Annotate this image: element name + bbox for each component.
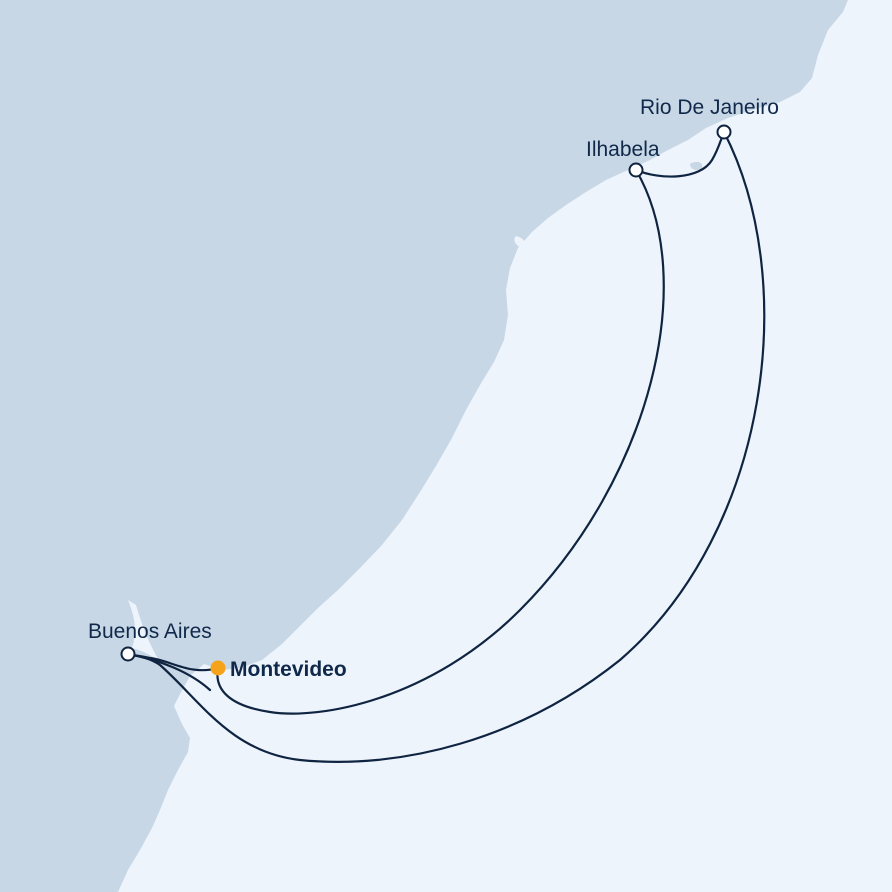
- port-marker-ilhabela[interactable]: [628, 162, 644, 178]
- route-ilhabela-rio: [634, 130, 726, 178]
- home-port-marker-montevideo[interactable]: [210, 660, 226, 676]
- islet: [690, 161, 703, 171]
- port-label-rio: Rio De Janeiro: [640, 96, 779, 119]
- land-area: [0, 0, 848, 892]
- port-marker-rio[interactable]: [716, 124, 732, 140]
- port-marker-buenos-aires[interactable]: [120, 646, 136, 662]
- coast-notch: [514, 236, 525, 248]
- port-label-montevideo: Montevideo: [230, 658, 347, 681]
- port-label-ilhabela: Ilhabela: [586, 138, 660, 161]
- port-label-buenos-aires: Buenos Aires: [88, 620, 212, 643]
- route-lines: [126, 130, 766, 763]
- route-buenos-aires-outbound: [126, 652, 212, 692]
- route-ilhabela-montevideo: [216, 168, 665, 715]
- route-rio-buenos-aires: [126, 130, 766, 763]
- estuary-detail: [128, 600, 160, 662]
